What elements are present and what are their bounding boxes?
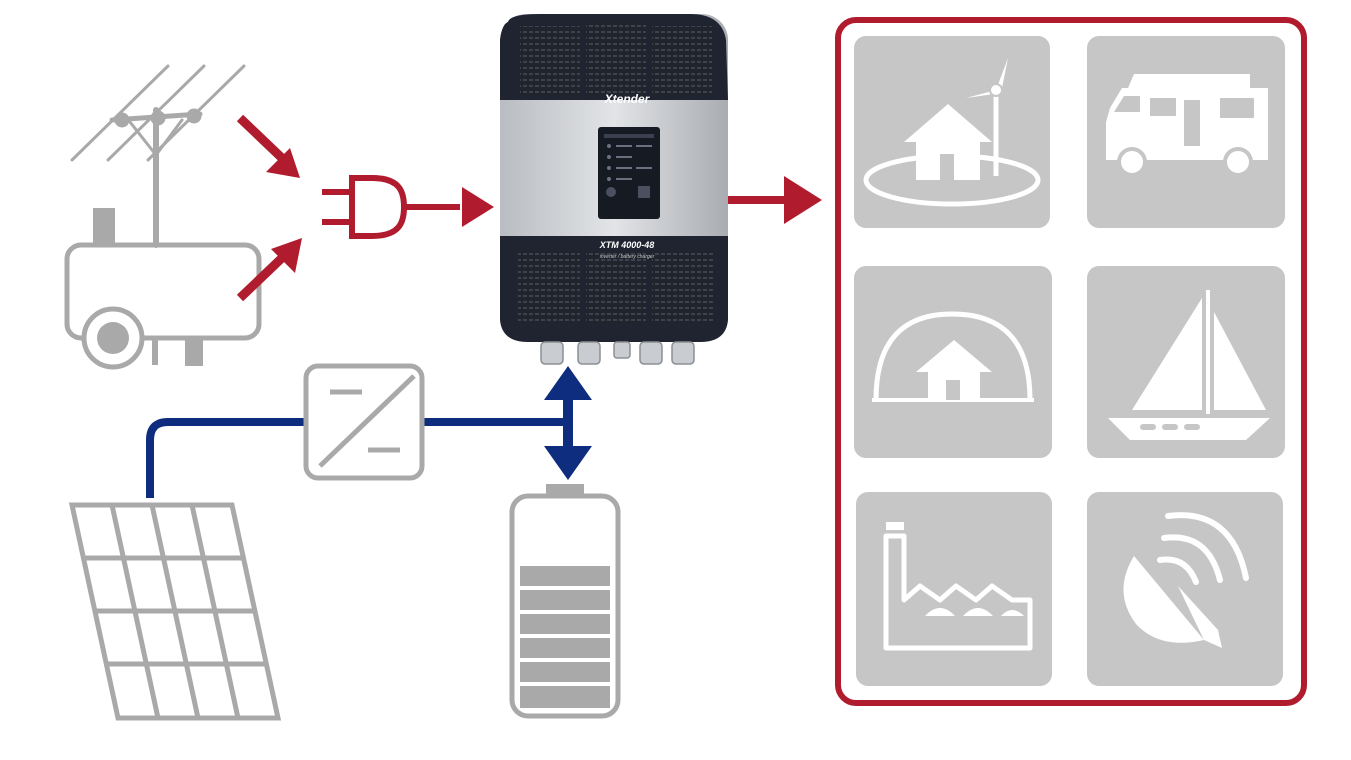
dome-house-icon <box>854 266 1052 458</box>
generator-icon <box>64 208 262 370</box>
solar-panel-icon <box>68 502 282 721</box>
ac-input-arrows <box>236 114 302 302</box>
inverter-charger-device: Xtender XTM 4000-48 inverter / battery c… <box>500 14 728 365</box>
sailboat-icon <box>1087 266 1285 458</box>
ac-plug-icon <box>322 175 460 239</box>
camper-van-icon <box>1087 36 1285 228</box>
plug-to-device-arrow-icon <box>462 187 494 227</box>
device-model-sublabel: inverter / battery charger <box>600 254 655 260</box>
battery-icon <box>509 484 621 719</box>
satellite-dish-icon <box>1087 492 1283 686</box>
dc-cable-line <box>146 418 566 498</box>
generator-arrow-icon <box>236 238 302 302</box>
grid-arrow-icon <box>236 114 300 178</box>
power-grid-pylon-icon <box>70 64 246 248</box>
dc-bidirectional-arrow-icon <box>544 366 592 480</box>
dc-dc-converter-icon <box>303 363 425 481</box>
off-grid-house-wind-icon <box>854 36 1050 228</box>
ac-output-arrow-icon <box>728 176 822 224</box>
device-cable-glands <box>540 341 695 365</box>
device-model-label: XTM 4000-48 <box>599 240 655 250</box>
device-brand-label: Xtender <box>604 92 651 106</box>
factory-icon <box>856 492 1052 686</box>
device-display-panel <box>598 127 660 219</box>
